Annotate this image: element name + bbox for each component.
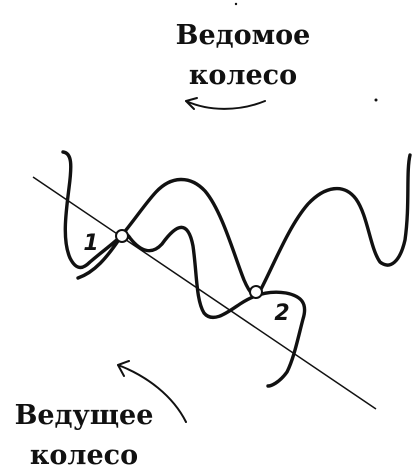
driving-wheel-rotation-arrow xyxy=(117,360,187,423)
scan-speck xyxy=(374,98,378,102)
driving-wheel-label-line2: колесо xyxy=(30,440,138,471)
driven-wheel-tooth-profile xyxy=(61,150,412,298)
scan-speck xyxy=(234,2,238,6)
line-of-action xyxy=(32,176,377,410)
driven-wheel-label-line1: Ведомое xyxy=(176,20,311,51)
contact-point-2-label: 2 xyxy=(274,301,289,326)
driving-wheel-label-line1: Ведущее xyxy=(15,400,154,431)
driven-wheel-rotation-arrow xyxy=(185,97,266,110)
contact-point-2: 2 xyxy=(249,285,290,326)
driving-wheel-tooth-profile xyxy=(76,225,307,388)
contact-point-1: 1 xyxy=(83,229,129,256)
driven-wheel-label-line2: колесо xyxy=(189,60,297,91)
contact-point-1-label: 1 xyxy=(83,231,98,256)
